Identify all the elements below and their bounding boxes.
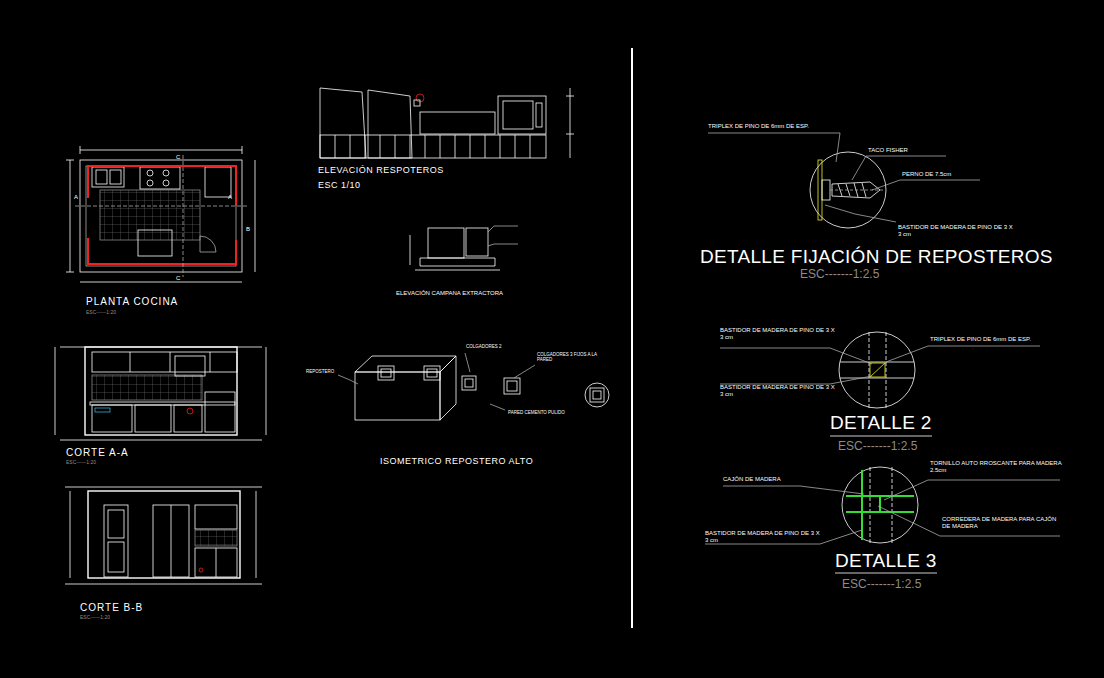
upper-cabinet-isometric — [338, 353, 609, 420]
drawing-label: PERNO DE 7.5cm — [902, 171, 951, 178]
drawing-label: ISOMETRICO REPOSTERO ALTO — [380, 456, 533, 466]
drawing-label: ELEVACIÓN RESPOTEROS — [318, 165, 444, 175]
drawing-label: A — [74, 194, 78, 201]
drawing-label: ESC------1:20 — [86, 310, 116, 316]
drawing-label: ESC-------1:2.5 — [842, 578, 921, 592]
drawing-label: DETALLE 2 — [830, 412, 932, 434]
drawing-label: ESC 1/10 — [318, 180, 361, 190]
drawing-label: DETALLE 3 — [835, 550, 937, 572]
drawing-label: ESC-------1:2.5 — [800, 268, 879, 282]
drawing-label: CORREDERA DE MADERA PARA CAJÓN DE MADERA — [942, 516, 1066, 530]
drawing-label: BASTIDOR DE MADERA DE PINO DE 3 X 3 cm — [898, 224, 1014, 238]
sheet-divider — [631, 48, 633, 628]
detail-2 — [720, 332, 1040, 436]
drawing-label: COLGADORES 3 FIJOS A LA PARED — [537, 352, 601, 362]
drawing-label: CORTE A-A — [66, 447, 129, 459]
cabinet-elevation — [320, 88, 574, 158]
drawing-label: TORNILLO AUTO RROSCANTE PARA MADERA 2.5c… — [930, 460, 1064, 474]
drawing-label: BASTIDOR DE MADERA DE PINO DE 3 X 3 cm — [720, 327, 836, 341]
drawing-label: A — [228, 194, 232, 201]
drawing-label: CAJÓN DE MADERA — [723, 476, 781, 483]
section-b-b — [65, 487, 262, 584]
hood-elevation — [410, 226, 518, 270]
drawing-label: TRIPLEX DE PINO DE 6mm DE ESP. — [930, 336, 1031, 343]
drawing-label: COLGADORES 2 — [466, 344, 502, 349]
drawing-label: TRIPLEX DE PINO DE 6mm DE ESP. — [708, 123, 809, 130]
kitchen-plan — [66, 146, 255, 282]
drawing-label: CORTE B-B — [80, 602, 143, 614]
drawing-label: BASTIDOR DE MADERA DE PINO DE 3 X 3 cm — [720, 384, 836, 398]
drawing-label: DETALLE FIJACIÓN DE REPOSTEROS — [700, 246, 1053, 268]
drawing-label: PARED CEMENTO PULIDO — [508, 410, 565, 415]
drawing-label: B — [246, 226, 250, 233]
drawing-label: BASTIDOR DE MADERA DE PINO DE 3 X 3 cm — [705, 530, 821, 544]
section-a-a — [55, 347, 266, 440]
drawing-label: ESC------1:20 — [80, 615, 110, 621]
drawing-label: TACO FISHER — [868, 147, 908, 154]
drawing-label: ELEVACIÓN CAMPANA EXTRACTORA — [396, 290, 503, 297]
drawing-label: C — [176, 154, 180, 161]
drawing-label: ESC-------1:2.5 — [838, 440, 917, 454]
drawing-label: PLANTA COCINA — [86, 296, 178, 308]
drawing-label: REPOSTERO — [306, 369, 334, 374]
drawing-label: ESC------1:20 — [66, 460, 96, 466]
drawing-label: C — [176, 275, 180, 282]
